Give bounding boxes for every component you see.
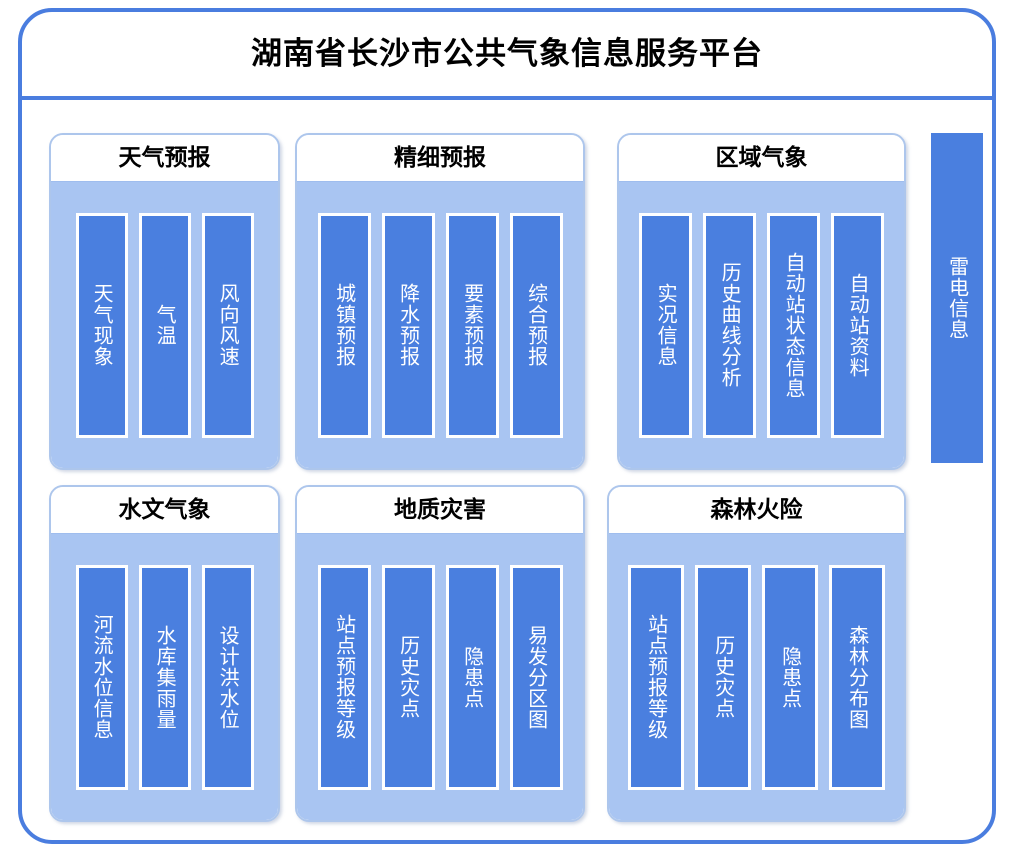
item-label: 雷电信息 [945,256,970,340]
card-body-forest-fire: 站点预报等级 历史灾点 隐患点 森林分布图 [609,533,904,820]
card-title: 地质灾害 [394,496,486,523]
card-body-regional-met: 实况信息 历史曲线分析 自动站状态信息 自动站资料 [619,181,904,468]
module-card-regional-met[interactable]: 区域气象 实况信息 历史曲线分析 自动站状态信息 自动站资料 [617,133,906,470]
item-label: 森林分布图 [845,624,870,730]
item-label: 要素预报 [460,283,485,367]
card-title: 水文气象 [118,496,211,523]
item-bar-lightning-info[interactable]: 雷电信息 [931,133,983,463]
item-bar-hazard-points[interactable]: 隐患点 [445,564,499,790]
item-bar-station-forecast-level[interactable]: 站点预报等级 [317,564,371,790]
module-card-hydro-met[interactable]: 水文气象 河流水位信息 水库集雨量 设计洪水位 [49,485,280,822]
item-label: 设计洪水位 [216,624,241,730]
item-label: 自动站资料 [846,272,871,378]
item-bar-live-info[interactable]: 实况信息 [639,212,692,438]
item-label: 易发分区图 [524,624,549,730]
card-body-hydro-met: 河流水位信息 水库集雨量 设计洪水位 [51,533,278,820]
item-bar-forest-distribution-map[interactable]: 森林分布图 [829,564,885,790]
card-title: 森林火险 [710,496,803,523]
item-bar-history-curve-analysis[interactable]: 历史曲线分析 [703,212,756,438]
card-header-forest-fire: 森林火险 [609,487,904,533]
item-bar-reservoir-rainfall[interactable]: 水库集雨量 [138,564,191,790]
card-body-fine-forecast: 城镇预报 降水预报 要素预报 综合预报 [297,181,583,468]
item-bar-station-forecast-level[interactable]: 站点预报等级 [628,564,684,790]
card-body-weather-forecast: 天气现象 气温 风向风速 [51,181,278,468]
item-label: 河流水位信息 [90,614,115,740]
platform-frame: 湖南省长沙市公共气象信息服务平台 天气预报 天气现象 气温 风向风速 [18,8,996,844]
item-bar-design-flood-level[interactable]: 设计洪水位 [201,564,254,790]
module-card-weather-forecast[interactable]: 天气预报 天气现象 气温 风向风速 [49,133,280,470]
item-bar-temperature[interactable]: 气温 [138,212,191,438]
card-header-fine-forecast: 精细预报 [297,135,583,181]
modules-content-area: 天气预报 天气现象 气温 风向风速 精细预报 城镇预报 [22,100,992,840]
item-label: 综合预报 [524,283,549,367]
card-header-geo-hazard: 地质灾害 [297,487,583,533]
item-label: 历史灾点 [711,635,736,719]
card-title: 精细预报 [394,144,486,171]
module-card-forest-fire[interactable]: 森林火险 站点预报等级 历史灾点 隐患点 森林分布图 [607,485,906,822]
item-bar-town-forecast[interactable]: 城镇预报 [317,212,371,438]
item-label: 站点预报等级 [332,614,357,740]
item-label: 历史曲线分析 [718,262,743,388]
item-bar-wind[interactable]: 风向风速 [201,212,254,438]
item-bar-historic-disaster-points[interactable]: 历史灾点 [381,564,435,790]
item-label: 气温 [153,304,178,346]
item-label: 风向风速 [216,283,241,367]
card-header-weather-forecast: 天气预报 [51,135,278,181]
item-bar-precipitation-forecast[interactable]: 降水预报 [381,212,435,438]
page-title: 湖南省长沙市公共气象信息服务平台 [251,35,763,72]
item-label: 历史灾点 [396,635,421,719]
item-label: 降水预报 [396,283,421,367]
item-label: 天气现象 [90,283,115,367]
card-title: 天气预报 [118,144,211,171]
module-card-geo-hazard[interactable]: 地质灾害 站点预报等级 历史灾点 隐患点 易发分区图 [295,485,585,822]
item-bar-weather-phenomenon[interactable]: 天气现象 [75,212,128,438]
item-label: 实况信息 [654,283,679,367]
item-bar-aws-status-info[interactable]: 自动站状态信息 [767,212,820,438]
item-bar-comprehensive-forecast[interactable]: 综合预报 [509,212,563,438]
item-label: 自动站状态信息 [782,251,807,399]
item-label: 隐患点 [460,645,485,709]
item-bar-susceptibility-zoning-map[interactable]: 易发分区图 [509,564,563,790]
item-label: 水库集雨量 [153,624,178,730]
item-bar-aws-data[interactable]: 自动站资料 [831,212,884,438]
item-label: 城镇预报 [332,283,357,367]
platform-title-bar: 湖南省长沙市公共气象信息服务平台 [22,12,992,100]
item-label: 站点预报等级 [644,614,669,740]
card-body-geo-hazard: 站点预报等级 历史灾点 隐患点 易发分区图 [297,533,583,820]
card-header-hydro-met: 水文气象 [51,487,278,533]
item-bar-historic-disaster-points[interactable]: 历史灾点 [695,564,751,790]
module-card-fine-forecast[interactable]: 精细预报 城镇预报 降水预报 要素预报 综合预报 [295,133,585,470]
item-bar-element-forecast[interactable]: 要素预报 [445,212,499,438]
card-header-regional-met: 区域气象 [619,135,904,181]
item-bar-hazard-points[interactable]: 隐患点 [762,564,818,790]
item-label: 隐患点 [778,645,803,709]
card-title: 区域气象 [715,144,808,171]
item-bar-river-water-level-info[interactable]: 河流水位信息 [75,564,128,790]
